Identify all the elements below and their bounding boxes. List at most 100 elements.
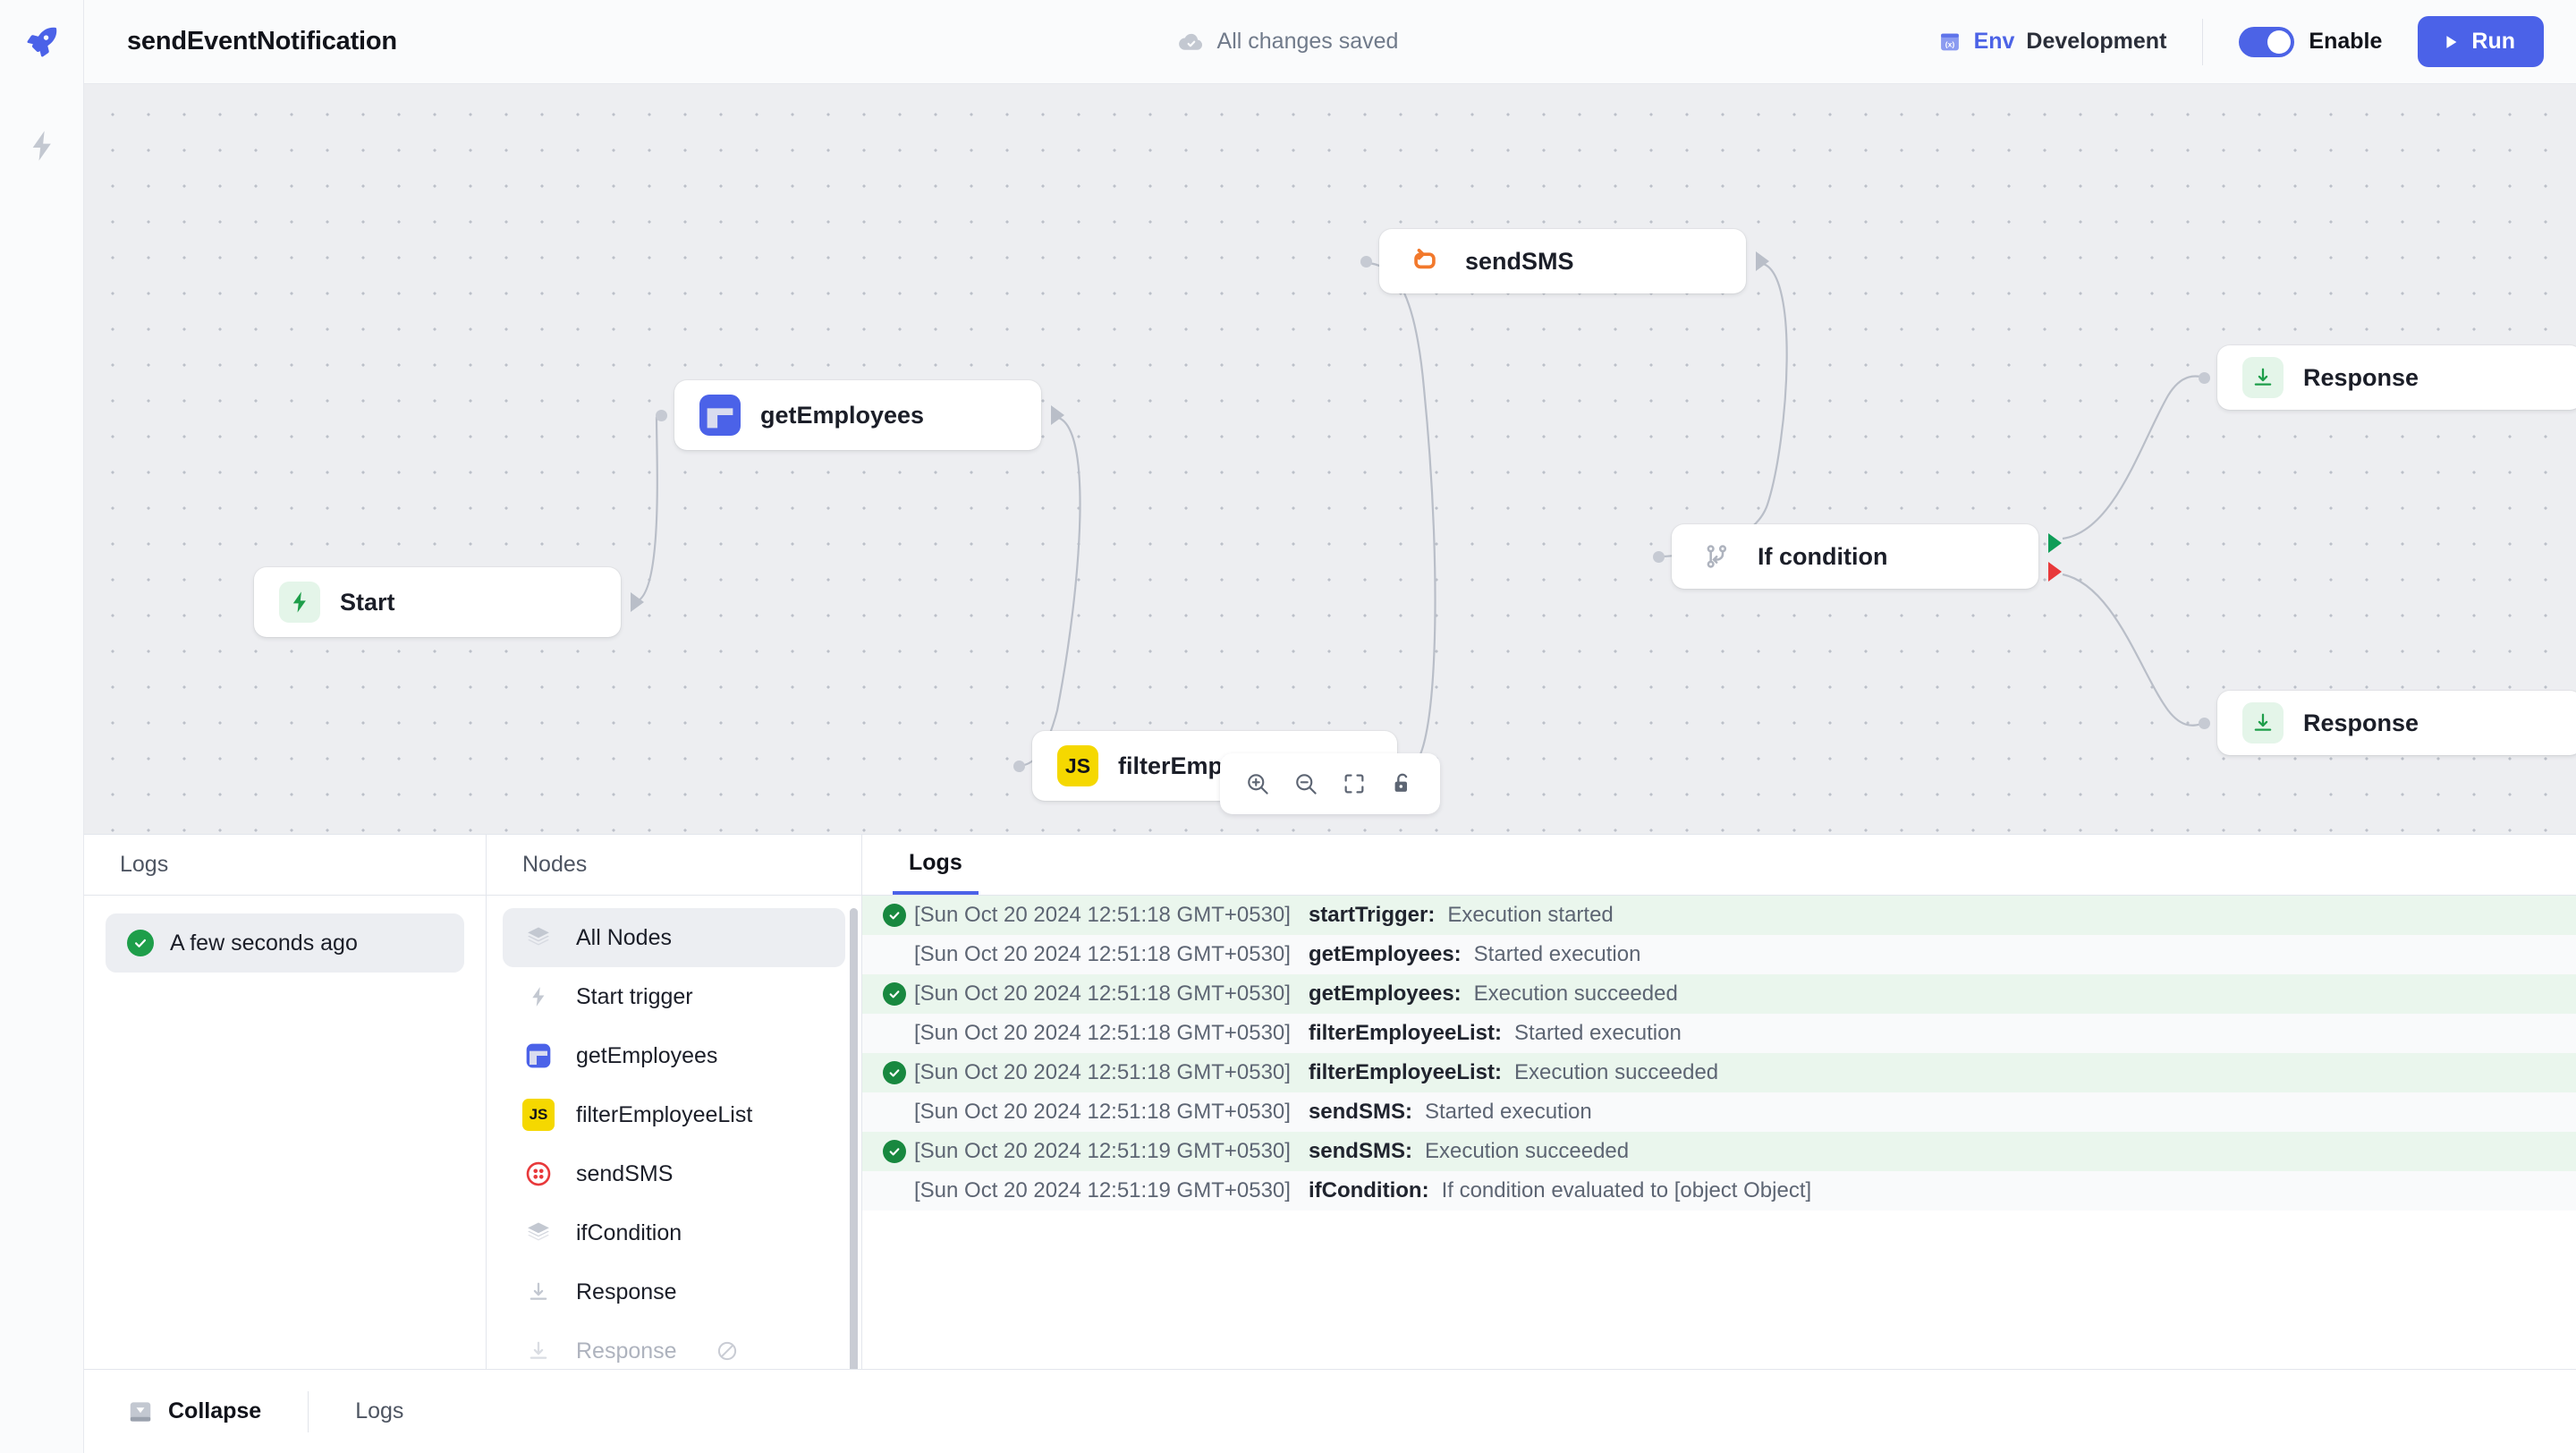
success-check-icon [883, 1140, 906, 1163]
node-output-handle[interactable] [1051, 405, 1064, 425]
canvas-node-getemployees[interactable]: getEmployees [674, 380, 1041, 450]
workflow-canvas[interactable]: Start getEmployees [84, 84, 2576, 834]
log-detail-tabs: Logs [862, 835, 2576, 896]
node-input-handle[interactable] [656, 410, 667, 421]
fit-view-button[interactable] [1335, 764, 1374, 803]
environment-selector[interactable]: (x) Env Development [1937, 29, 2203, 55]
nodes-list-item-getemployees[interactable]: getEmployees [503, 1026, 845, 1085]
node-label: If condition [1758, 543, 1887, 571]
canvas-node-sendsms[interactable]: sendSMS [1379, 229, 1746, 293]
divider [308, 1391, 309, 1432]
log-message: Execution succeeded [1474, 981, 1678, 1007]
nodes-list-item-all[interactable]: All Nodes [503, 908, 845, 967]
nodes-list-item-label: ifCondition [576, 1220, 682, 1246]
executions-pane-title: Logs [84, 835, 486, 896]
log-timestamp: [Sun Oct 20 2024 12:51:18 GMT+0530] [914, 903, 1291, 928]
arrow-to-line-icon [522, 1335, 555, 1367]
zoom-in-button[interactable] [1238, 764, 1277, 803]
nodes-list-item-label: filterEmployeeList [576, 1102, 752, 1128]
database-table-icon [699, 395, 741, 436]
fit-view-icon [1342, 771, 1367, 796]
canvas-node-response-true[interactable]: Response [2217, 345, 2576, 410]
nodes-list-item-start-trigger[interactable]: Start trigger [503, 967, 845, 1026]
node-output-handle[interactable] [631, 592, 644, 612]
disabled-icon [711, 1335, 743, 1367]
lightning-bolt-icon [24, 128, 60, 164]
arrow-to-line-icon [2251, 366, 2275, 389]
nodes-list-item-sendsms[interactable]: sendSMS [503, 1144, 845, 1203]
node-label: Response [2303, 710, 2419, 737]
success-check-icon [883, 1061, 906, 1084]
canvas-node-ifcondition[interactable]: If condition [1672, 524, 2038, 589]
log-message: Execution succeeded [1514, 1060, 1718, 1085]
node-icon-wrap [699, 395, 741, 436]
enable-toggle[interactable] [2239, 27, 2294, 57]
node-icon-wrap: JS [1057, 745, 1098, 786]
run-button-label: Run [2471, 29, 2515, 55]
tab-logs[interactable]: Logs [893, 835, 979, 895]
log-status-icon-slot [875, 1061, 914, 1084]
log-row: [Sun Oct 20 2024 12:51:19 GMT+0530] ifCo… [862, 1171, 2576, 1211]
canvas-zoom-toolbar [1220, 753, 1440, 814]
nodes-list-item-response-2[interactable]: Response [503, 1321, 845, 1369]
node-input-handle[interactable] [2199, 372, 2210, 384]
nodes-scrollbar-thumb[interactable] [850, 908, 858, 1369]
run-button[interactable]: Run [2418, 16, 2544, 67]
node-input-handle[interactable] [1653, 551, 1665, 563]
node-output-handle-false[interactable] [2048, 562, 2062, 582]
lock-open-icon [1390, 771, 1415, 796]
node-input-handle[interactable] [2199, 718, 2210, 729]
nodes-list-item-response-1[interactable]: Response [503, 1262, 845, 1321]
success-check-icon [883, 982, 906, 1006]
save-status: All changes saved [1178, 29, 1399, 55]
database-table-icon [522, 1040, 555, 1072]
log-rows-container[interactable]: [Sun Oct 20 2024 12:51:18 GMT+0530] star… [862, 896, 2576, 1369]
log-row: [Sun Oct 20 2024 12:51:18 GMT+0530] send… [862, 1092, 2576, 1132]
save-status-label: All changes saved [1217, 29, 1399, 55]
zoom-out-button[interactable] [1286, 764, 1326, 803]
js-icon: JS [1065, 754, 1090, 778]
node-output-handle[interactable] [1756, 251, 1769, 271]
svg-text:(x): (x) [1945, 39, 1954, 48]
log-status-icon-slot [875, 904, 914, 927]
top-bar: sendEventNotification All changes saved … [0, 0, 2576, 84]
log-timestamp: [Sun Oct 20 2024 12:51:18 GMT+0530] [914, 981, 1291, 1007]
canvas-node-start[interactable]: Start [254, 567, 621, 637]
node-icon-wrap [2242, 702, 2284, 743]
log-status-icon-slot [875, 982, 914, 1006]
log-row: [Sun Oct 20 2024 12:51:18 GMT+0530] getE… [862, 935, 2576, 974]
node-output-handle-true[interactable] [2048, 533, 2062, 553]
node-icon-wrap [1404, 241, 1445, 282]
nodes-list-item-ifcondition[interactable]: ifCondition [503, 1203, 845, 1262]
canvas-node-response-false[interactable]: Response [2217, 691, 2576, 755]
lock-canvas-button[interactable] [1383, 764, 1422, 803]
success-check-icon [127, 930, 154, 956]
log-source: startTrigger: [1309, 903, 1435, 928]
log-timestamp: [Sun Oct 20 2024 12:51:18 GMT+0530] [914, 1021, 1291, 1046]
nodes-list-item-label: sendSMS [576, 1161, 673, 1187]
sidebar-item-triggers[interactable] [21, 125, 63, 166]
success-check-icon [883, 904, 906, 927]
log-message: Started execution [1514, 1021, 1682, 1046]
variable-box-icon: (x) [1937, 30, 1962, 55]
node-icon-wrap [2242, 357, 2284, 398]
nodes-list-item-label: getEmployees [576, 1043, 717, 1069]
log-row: [Sun Oct 20 2024 12:51:18 GMT+0530] filt… [862, 1014, 2576, 1053]
collapse-button[interactable]: Collapse [127, 1398, 261, 1425]
log-row: [Sun Oct 20 2024 12:51:18 GMT+0530] star… [862, 896, 2576, 935]
app-logo[interactable] [0, 0, 84, 84]
executions-pane: Logs A few seconds ago [84, 835, 487, 1369]
node-label: Start [340, 589, 395, 616]
loop-arrow-icon [1410, 246, 1440, 276]
workflow-title[interactable]: sendEventNotification [127, 27, 397, 56]
arrow-to-line-icon [522, 1276, 555, 1308]
nodes-list-item-filteremployeelist[interactable]: JS filterEmployeeList [503, 1085, 845, 1144]
log-source: sendSMS: [1309, 1139, 1412, 1164]
log-source: filterEmployeeList: [1309, 1060, 1502, 1085]
statusbar-logs-button[interactable]: Logs [355, 1398, 403, 1424]
lightning-bolt-icon [522, 981, 555, 1013]
enable-toggle-group[interactable]: Enable [2203, 27, 2418, 57]
node-input-handle[interactable] [1360, 256, 1372, 268]
node-input-handle[interactable] [1013, 760, 1025, 772]
execution-list-item[interactable]: A few seconds ago [106, 913, 464, 973]
